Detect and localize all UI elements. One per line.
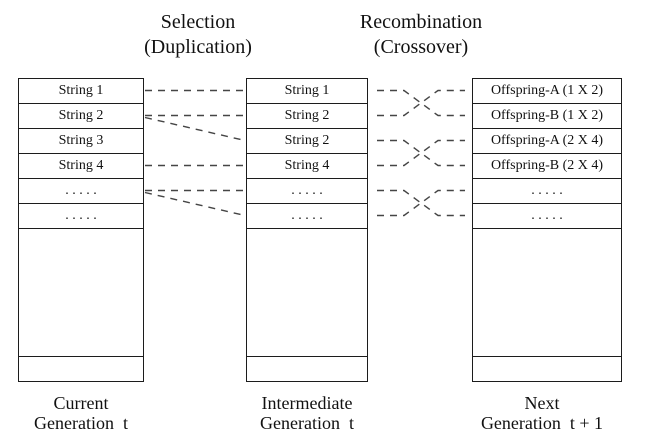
table-row: Offspring-B (1 X 2) bbox=[473, 104, 621, 129]
table-row: String 3 bbox=[19, 129, 143, 154]
crossover-dashed-line bbox=[377, 139, 465, 167]
table-row: String 2 bbox=[247, 129, 367, 154]
crossover-dashed-line bbox=[377, 189, 465, 217]
table-row-dots: . . . . . bbox=[19, 204, 143, 229]
selection-header: Selection (Duplication) bbox=[98, 10, 298, 60]
caption-line1: Current bbox=[53, 393, 109, 413]
caption-line2: Generation t bbox=[34, 413, 128, 433]
intermediate-generation-table: String 1 String 2 String 2 String 4 . . … bbox=[246, 78, 368, 382]
selection-dashed-line bbox=[144, 191, 246, 217]
empty-last-row bbox=[247, 357, 367, 381]
caption-line2: Generation t bbox=[260, 413, 354, 433]
next-generation-table: Offspring-A (1 X 2) Offspring-B (1 X 2) … bbox=[472, 78, 622, 382]
empty-pool-area bbox=[247, 229, 367, 357]
table-row: String 1 bbox=[19, 79, 143, 104]
crossover-dashed-line bbox=[377, 139, 465, 167]
empty-last-row bbox=[19, 357, 143, 381]
crossover-dashed-line bbox=[377, 89, 465, 117]
next-generation-caption: Next Generation t + 1 bbox=[452, 393, 632, 433]
table-row: String 4 bbox=[247, 154, 367, 179]
empty-pool-area bbox=[473, 229, 621, 357]
caption-line2: Generation t + 1 bbox=[480, 413, 604, 433]
table-row-dots: . . . . . bbox=[473, 179, 621, 204]
table-row: String 2 bbox=[19, 104, 143, 129]
crossover-dashed-line bbox=[377, 189, 465, 217]
table-row: String 1 bbox=[247, 79, 367, 104]
empty-pool-area bbox=[19, 229, 143, 357]
recombination-header-line2: (Crossover) bbox=[373, 36, 469, 58]
recombination-header: Recombination (Crossover) bbox=[321, 10, 521, 60]
selection-header-line2: (Duplication) bbox=[144, 36, 252, 58]
table-row-dots: . . . . . bbox=[19, 179, 143, 204]
table-row-dots: . . . . . bbox=[247, 179, 367, 204]
current-generation-caption: Current Generation t bbox=[6, 393, 156, 433]
selection-header-line1: Selection bbox=[160, 11, 236, 33]
table-row: String 2 bbox=[247, 104, 367, 129]
table-row: Offspring-B (2 X 4) bbox=[473, 154, 621, 179]
current-generation-table: String 1 String 2 String 3 String 4 . . … bbox=[18, 78, 144, 382]
crossover-dashed-line bbox=[377, 89, 465, 117]
caption-line1: Next bbox=[524, 393, 560, 413]
empty-last-row bbox=[473, 357, 621, 381]
intermediate-generation-caption: Intermediate Generation t bbox=[227, 393, 387, 433]
table-row: Offspring-A (2 X 4) bbox=[473, 129, 621, 154]
selection-dashed-line bbox=[144, 116, 246, 142]
table-row-dots: . . . . . bbox=[247, 204, 367, 229]
recombination-header-line1: Recombination bbox=[359, 11, 483, 33]
caption-line1: Intermediate bbox=[261, 393, 353, 413]
table-row-dots: . . . . . bbox=[473, 204, 621, 229]
table-row: String 4 bbox=[19, 154, 143, 179]
table-row: Offspring-A (1 X 2) bbox=[473, 79, 621, 104]
